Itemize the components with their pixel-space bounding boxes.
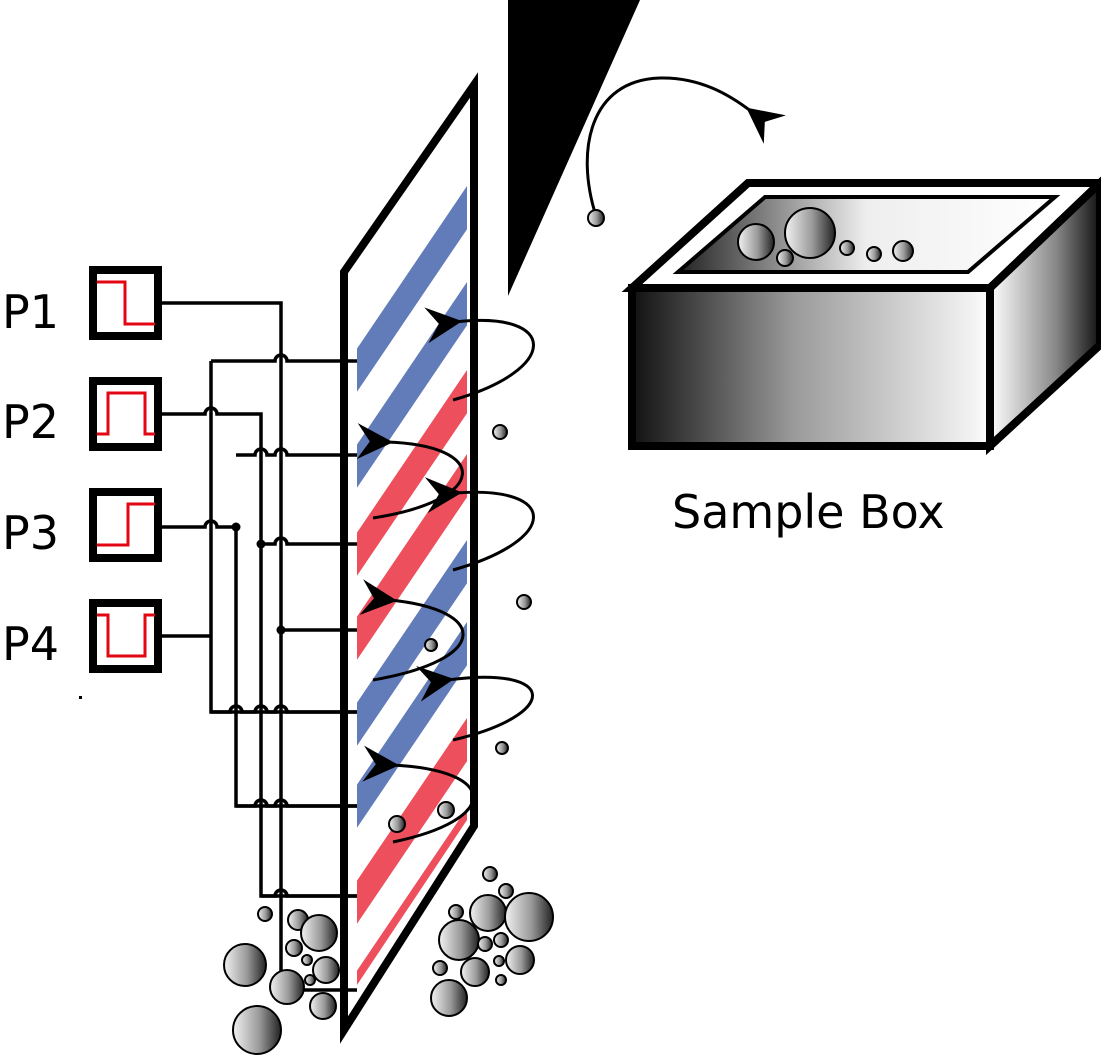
- dispenser-tip: [508, 0, 640, 296]
- particle: [839, 240, 855, 256]
- particle: [232, 1005, 282, 1055]
- particle: [285, 939, 303, 957]
- rotation-arrow-icon: [416, 665, 534, 742]
- particle: [477, 936, 493, 952]
- junction-dot: [276, 625, 286, 635]
- particle: [866, 246, 882, 262]
- junction-dot: [231, 522, 241, 532]
- stray-dot: [79, 696, 82, 699]
- particle: [784, 207, 836, 259]
- junction-dot: [256, 539, 266, 549]
- pulse-down-waveform-icon: [97, 613, 155, 658]
- waveform-box-p4: [89, 599, 162, 673]
- particle: [300, 914, 338, 952]
- waveform-box-p2: [89, 377, 162, 451]
- channel-label-p1: P1: [2, 285, 59, 339]
- particle: [309, 992, 337, 1020]
- particle: [776, 249, 794, 267]
- particle: [312, 956, 340, 984]
- particle: [257, 906, 273, 922]
- particle: [448, 904, 464, 920]
- particle: [301, 954, 313, 966]
- particle: [495, 974, 507, 986]
- electrode-stripe-blue: [357, 186, 467, 400]
- electrode-stripe-red: [357, 370, 467, 584]
- rotation-arrow-icon: [424, 477, 535, 572]
- particle: [438, 919, 480, 961]
- particle: [430, 979, 468, 1017]
- particle: [482, 866, 498, 882]
- wiring-network: [162, 301, 357, 992]
- particle: [498, 883, 514, 899]
- step-up-waveform-icon: [97, 502, 155, 547]
- particle: [516, 594, 532, 610]
- particle: [892, 240, 914, 262]
- sample-box: [621, 176, 1101, 456]
- channel-label-p4: P4: [2, 617, 59, 671]
- particle: [269, 969, 305, 1005]
- waveform-box-p3: [89, 488, 162, 562]
- sample-box-label: Sample Box: [672, 485, 945, 539]
- waveform-box-p1: [89, 266, 162, 340]
- pulse-up-waveform-icon: [97, 391, 155, 436]
- particle: [437, 801, 455, 819]
- channel-label-p2: P2: [2, 395, 59, 449]
- particle: [737, 223, 775, 261]
- electrode-plate: [340, 72, 478, 1044]
- particle: [587, 209, 605, 227]
- electrode-stripe-blue: [357, 540, 467, 754]
- particles: [223, 209, 605, 1055]
- particle: [495, 741, 509, 755]
- particle: [223, 943, 267, 987]
- particle: [424, 638, 438, 652]
- step-down-waveform-icon: [97, 280, 155, 326]
- particle: [469, 894, 507, 932]
- channel-label-p3: P3: [2, 506, 59, 560]
- particle: [504, 892, 554, 942]
- rotation-arrow-icon: [359, 579, 465, 682]
- particle: [388, 815, 406, 833]
- particle: [505, 945, 535, 975]
- particle: [432, 960, 448, 976]
- rotation-arrow-icon: [356, 423, 464, 520]
- particle: [492, 424, 508, 440]
- rotation-arrow-icon: [424, 307, 535, 402]
- particle: [493, 932, 509, 948]
- helical-arrows: [356, 307, 535, 844]
- rotation-arrow-icon: [362, 745, 475, 844]
- particle: [304, 974, 316, 986]
- transfer-arrow-icon: [585, 76, 786, 217]
- particle: [460, 957, 490, 987]
- particle: [493, 955, 505, 967]
